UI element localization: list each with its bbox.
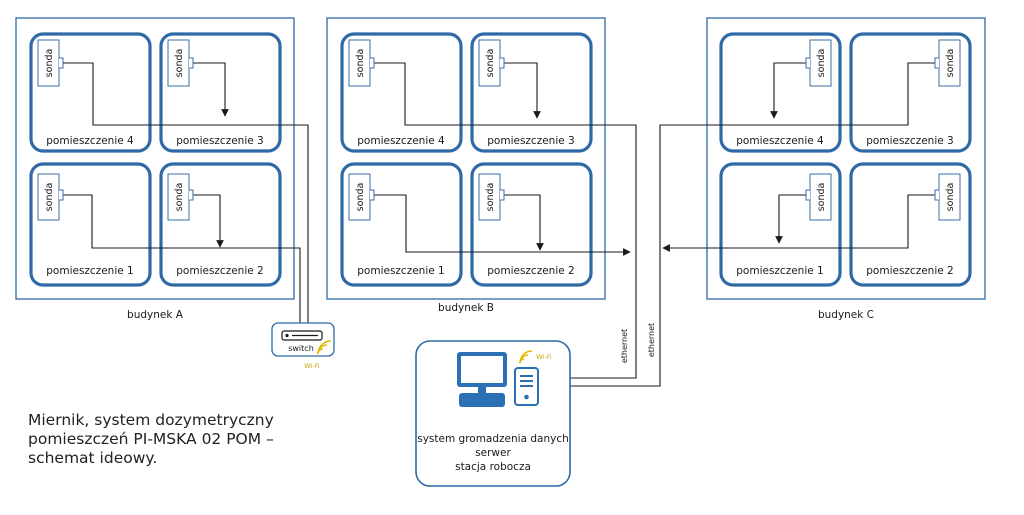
ethernet-label: ethernet (647, 323, 656, 357)
room-label: pomieszczenie 4 (357, 135, 445, 147)
sonda-box (37, 39, 64, 87)
caption-line-2: pomieszczeń PI-MSKA 02 POM – (28, 430, 274, 448)
sonda-box (478, 173, 505, 221)
sonda-label: sonda (174, 49, 185, 78)
room-label: pomieszczenie 1 (357, 265, 444, 277)
sonda-label: sonda (816, 49, 827, 78)
wiring (63, 62, 935, 390)
building-label: budynek C (818, 309, 874, 321)
sonda-label: sonda (945, 183, 956, 212)
sonda-box (478, 39, 505, 87)
sonda-label: sonda (485, 49, 496, 78)
sonda-box (805, 173, 832, 221)
caption-line-3: schemat ideowy. (28, 449, 158, 467)
room-label: pomieszczenie 1 (736, 265, 823, 277)
sonda-box (348, 173, 375, 221)
sonda-labels: sonda sonda sonda sonda sonda sonda sond… (44, 49, 956, 212)
building-label: budynek B (438, 302, 494, 314)
sonda-label: sonda (44, 49, 55, 78)
room-label: pomieszczenie 3 (866, 135, 953, 147)
monitor-icon (457, 352, 507, 407)
switch-label: switch (288, 344, 314, 353)
caption-line-1: Miernik, system dozymetryczny (28, 411, 274, 429)
sonda-box (167, 173, 194, 221)
room-label: pomieszczenie 1 (46, 265, 133, 277)
computer-tower-icon (514, 367, 539, 406)
room-label: pomieszczenie 4 (736, 135, 824, 147)
ethernet-label: ethernet (620, 329, 629, 363)
network-switch: switch Wi-Fi (271, 322, 335, 370)
room-label: pomieszczenie 2 (866, 265, 953, 277)
sonda-box (167, 39, 194, 87)
room-label: pomieszczenie 4 (46, 135, 134, 147)
server-line-2: serwer (475, 447, 511, 459)
room-labels: pomieszczenie 4 pomieszczenie 3 pomieszc… (46, 135, 953, 277)
building-label: budynek A (127, 309, 184, 321)
switch-wifi-label: Wi-Fi (304, 362, 320, 370)
sonda-label: sonda (485, 183, 496, 212)
sonda-box (934, 173, 961, 221)
sonda-box (934, 39, 961, 87)
room-label: pomieszczenie 3 (176, 135, 263, 147)
sonda-label: sonda (816, 183, 827, 212)
sonda-label: sonda (355, 49, 366, 78)
sonda-label: sonda (44, 183, 55, 212)
room-label: pomieszczenie 3 (487, 135, 574, 147)
sonda-box (37, 173, 64, 221)
server-line-3: stacja robocza (455, 461, 531, 473)
sonda-box (348, 39, 375, 87)
wifi-icon (317, 340, 332, 355)
sonda-label: sonda (355, 183, 366, 212)
server-wifi-label: Wi-Fi (536, 353, 552, 361)
server-station: Wi-Fi system gromadzenia danych serwer s… (415, 340, 571, 487)
sonda-box (805, 39, 832, 87)
sonda-label: sonda (174, 183, 185, 212)
server-line-1: system gromadzenia danych (417, 433, 569, 445)
room-label: pomieszczenie 2 (176, 265, 263, 277)
room-label: pomieszczenie 2 (487, 265, 574, 277)
wifi-icon (519, 350, 533, 364)
diagram-caption: Miernik, system dozymetryczny pomieszcze… (28, 411, 328, 468)
sonda-label: sonda (945, 49, 956, 78)
sonda-probes (37, 39, 961, 221)
